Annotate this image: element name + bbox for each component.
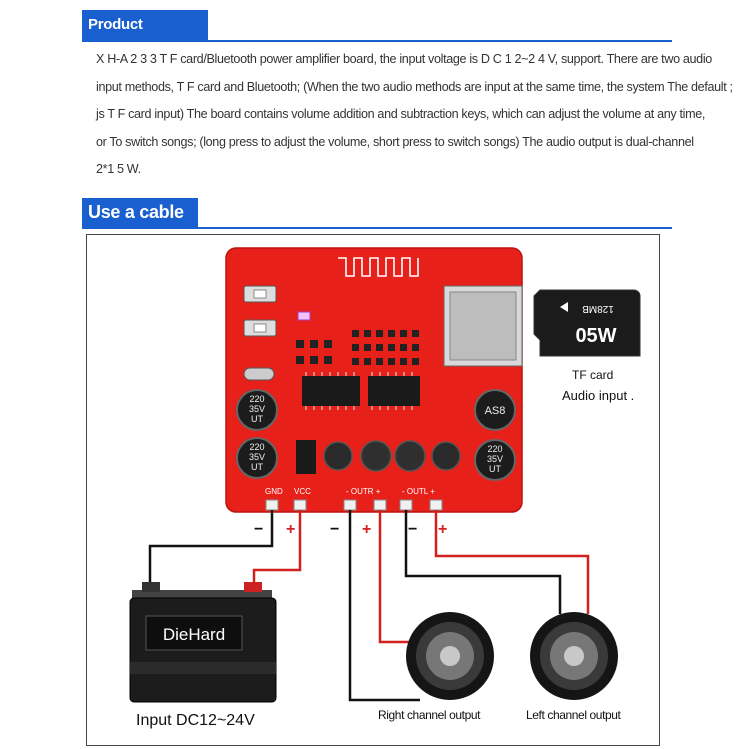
tf-card-label: TF card bbox=[572, 368, 614, 382]
plus-sign: + bbox=[286, 521, 295, 538]
intro-line: or To switch songs; (long press to adjus… bbox=[96, 134, 694, 149]
heading-rule bbox=[82, 227, 672, 229]
cap-label: 220 bbox=[249, 442, 264, 452]
speaker-left bbox=[530, 612, 618, 700]
input-voltage-caption: Input DC12~24V bbox=[136, 712, 255, 729]
outl-label: - OUTL + bbox=[402, 487, 435, 496]
intro-line: X H-A 2 3 3 T F card/Bluetooth power amp… bbox=[96, 52, 712, 66]
cap-label: UT bbox=[251, 414, 263, 424]
tf-card-brand: 05W bbox=[575, 325, 616, 347]
cap-label: UT bbox=[489, 464, 501, 474]
minus-sign: − bbox=[408, 521, 417, 538]
minus-sign: − bbox=[330, 521, 339, 538]
right-channel-label: Right channel output bbox=[378, 708, 481, 722]
intro-line: js T F card input) The board contains vo… bbox=[96, 107, 706, 121]
cap-label: 220 bbox=[487, 444, 502, 454]
tf-card-size: 128MB bbox=[582, 303, 614, 314]
plus-sign: + bbox=[438, 521, 447, 538]
tf-card: 128MB 05W bbox=[533, 289, 641, 357]
cap-label: AS8 bbox=[485, 405, 506, 417]
intro-line: input methods, T F card and Bluetooth; (… bbox=[96, 79, 733, 94]
cap-label: 35V bbox=[487, 454, 503, 464]
product-intro-text: X H-A 2 3 3 T F card/Bluetooth power amp… bbox=[96, 46, 733, 184]
cap-label: 35V bbox=[249, 404, 265, 414]
gnd-label: GND bbox=[265, 487, 283, 496]
wiring-diagram-frame bbox=[86, 234, 660, 746]
amplifier-board: 220 35V UT 220 35V UT AS8 220 35V UT GND… bbox=[225, 247, 523, 513]
heading-rule bbox=[82, 40, 672, 42]
battery-brand: DieHard bbox=[163, 625, 225, 644]
cap-label: 35V bbox=[249, 452, 265, 462]
speaker-right bbox=[406, 612, 494, 700]
cap-label: 220 bbox=[249, 394, 264, 404]
battery: DieHard bbox=[129, 582, 277, 703]
intro-line: 2*1 5 W. bbox=[96, 162, 141, 176]
outr-label: - OUTR + bbox=[346, 487, 381, 496]
cap-label: UT bbox=[251, 462, 263, 472]
plus-sign: + bbox=[362, 521, 371, 538]
audio-input-label: Audio input . bbox=[562, 388, 635, 403]
use-cable-heading: Use a cable bbox=[82, 198, 198, 227]
vcc-label: VCC bbox=[294, 487, 311, 496]
product-intro-heading: Product introduction: bbox=[82, 10, 208, 63]
minus-sign: − bbox=[254, 521, 263, 538]
left-channel-label: Left channel output bbox=[526, 708, 621, 722]
